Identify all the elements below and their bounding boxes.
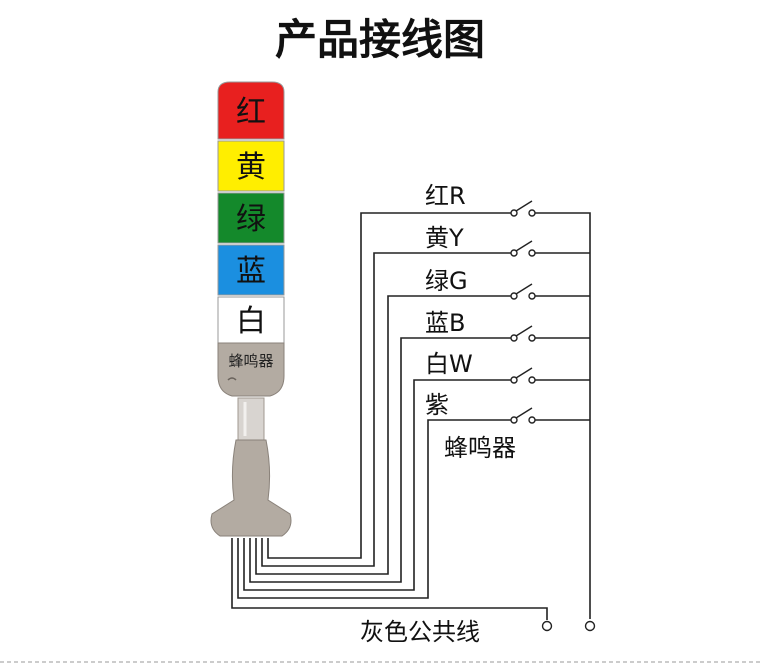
page-title: 产品接线图 [275,15,485,64]
switch-white [510,367,536,384]
pole [237,397,265,441]
wire-red [267,212,511,559]
terminal-switch-bus [584,620,596,632]
buzzer-wire-label: 蜂鸣器 [444,434,516,462]
segment-red [217,81,285,140]
segment-green [217,192,285,244]
switch-common-bus [533,212,591,619]
segment-label-white: 白 [236,304,266,339]
segment-white [217,296,285,344]
wire-label-red: 红R [425,182,466,210]
wire-green [255,295,511,575]
wire-gray-common [231,538,548,620]
switch-blue [510,325,536,342]
switch-red [510,200,536,217]
wiring [231,212,591,620]
terminals [541,620,596,632]
buzzer-housing-label: 蜂鸣器 [228,352,273,370]
segment-yellow [217,140,285,192]
wire-label-blue: 蓝B [425,309,465,337]
segment-label-green: 绿 [236,202,266,237]
segment-label-yellow: 黄 [236,150,266,185]
segment-label-red: 红 [236,95,266,130]
wire-purple [237,419,511,599]
wire-label-yellow: 黄Y [425,224,464,252]
switch-yellow [510,240,536,257]
terminal-common [541,620,553,632]
switch-green [510,283,536,300]
switch-purple [510,407,536,424]
wire-label-white: 白W [425,350,473,378]
common-wire-label: 灰色公共线 [360,618,480,646]
wire-label-purple: 紫 [425,391,449,419]
sound-hole-icon [227,377,237,381]
mounting-base [210,439,292,537]
stack-light-tower: 红 黄 绿 蓝 白 蜂鸣器 [210,81,292,537]
wire-label-green: 绿G [425,267,468,295]
segment-blue [217,244,285,296]
segment-label-blue: 蓝 [236,254,266,289]
wire-yellow [261,252,511,567]
wire-blue [249,337,511,583]
wire-white [243,379,511,591]
switches [510,200,536,424]
buzzer-housing [217,342,285,397]
